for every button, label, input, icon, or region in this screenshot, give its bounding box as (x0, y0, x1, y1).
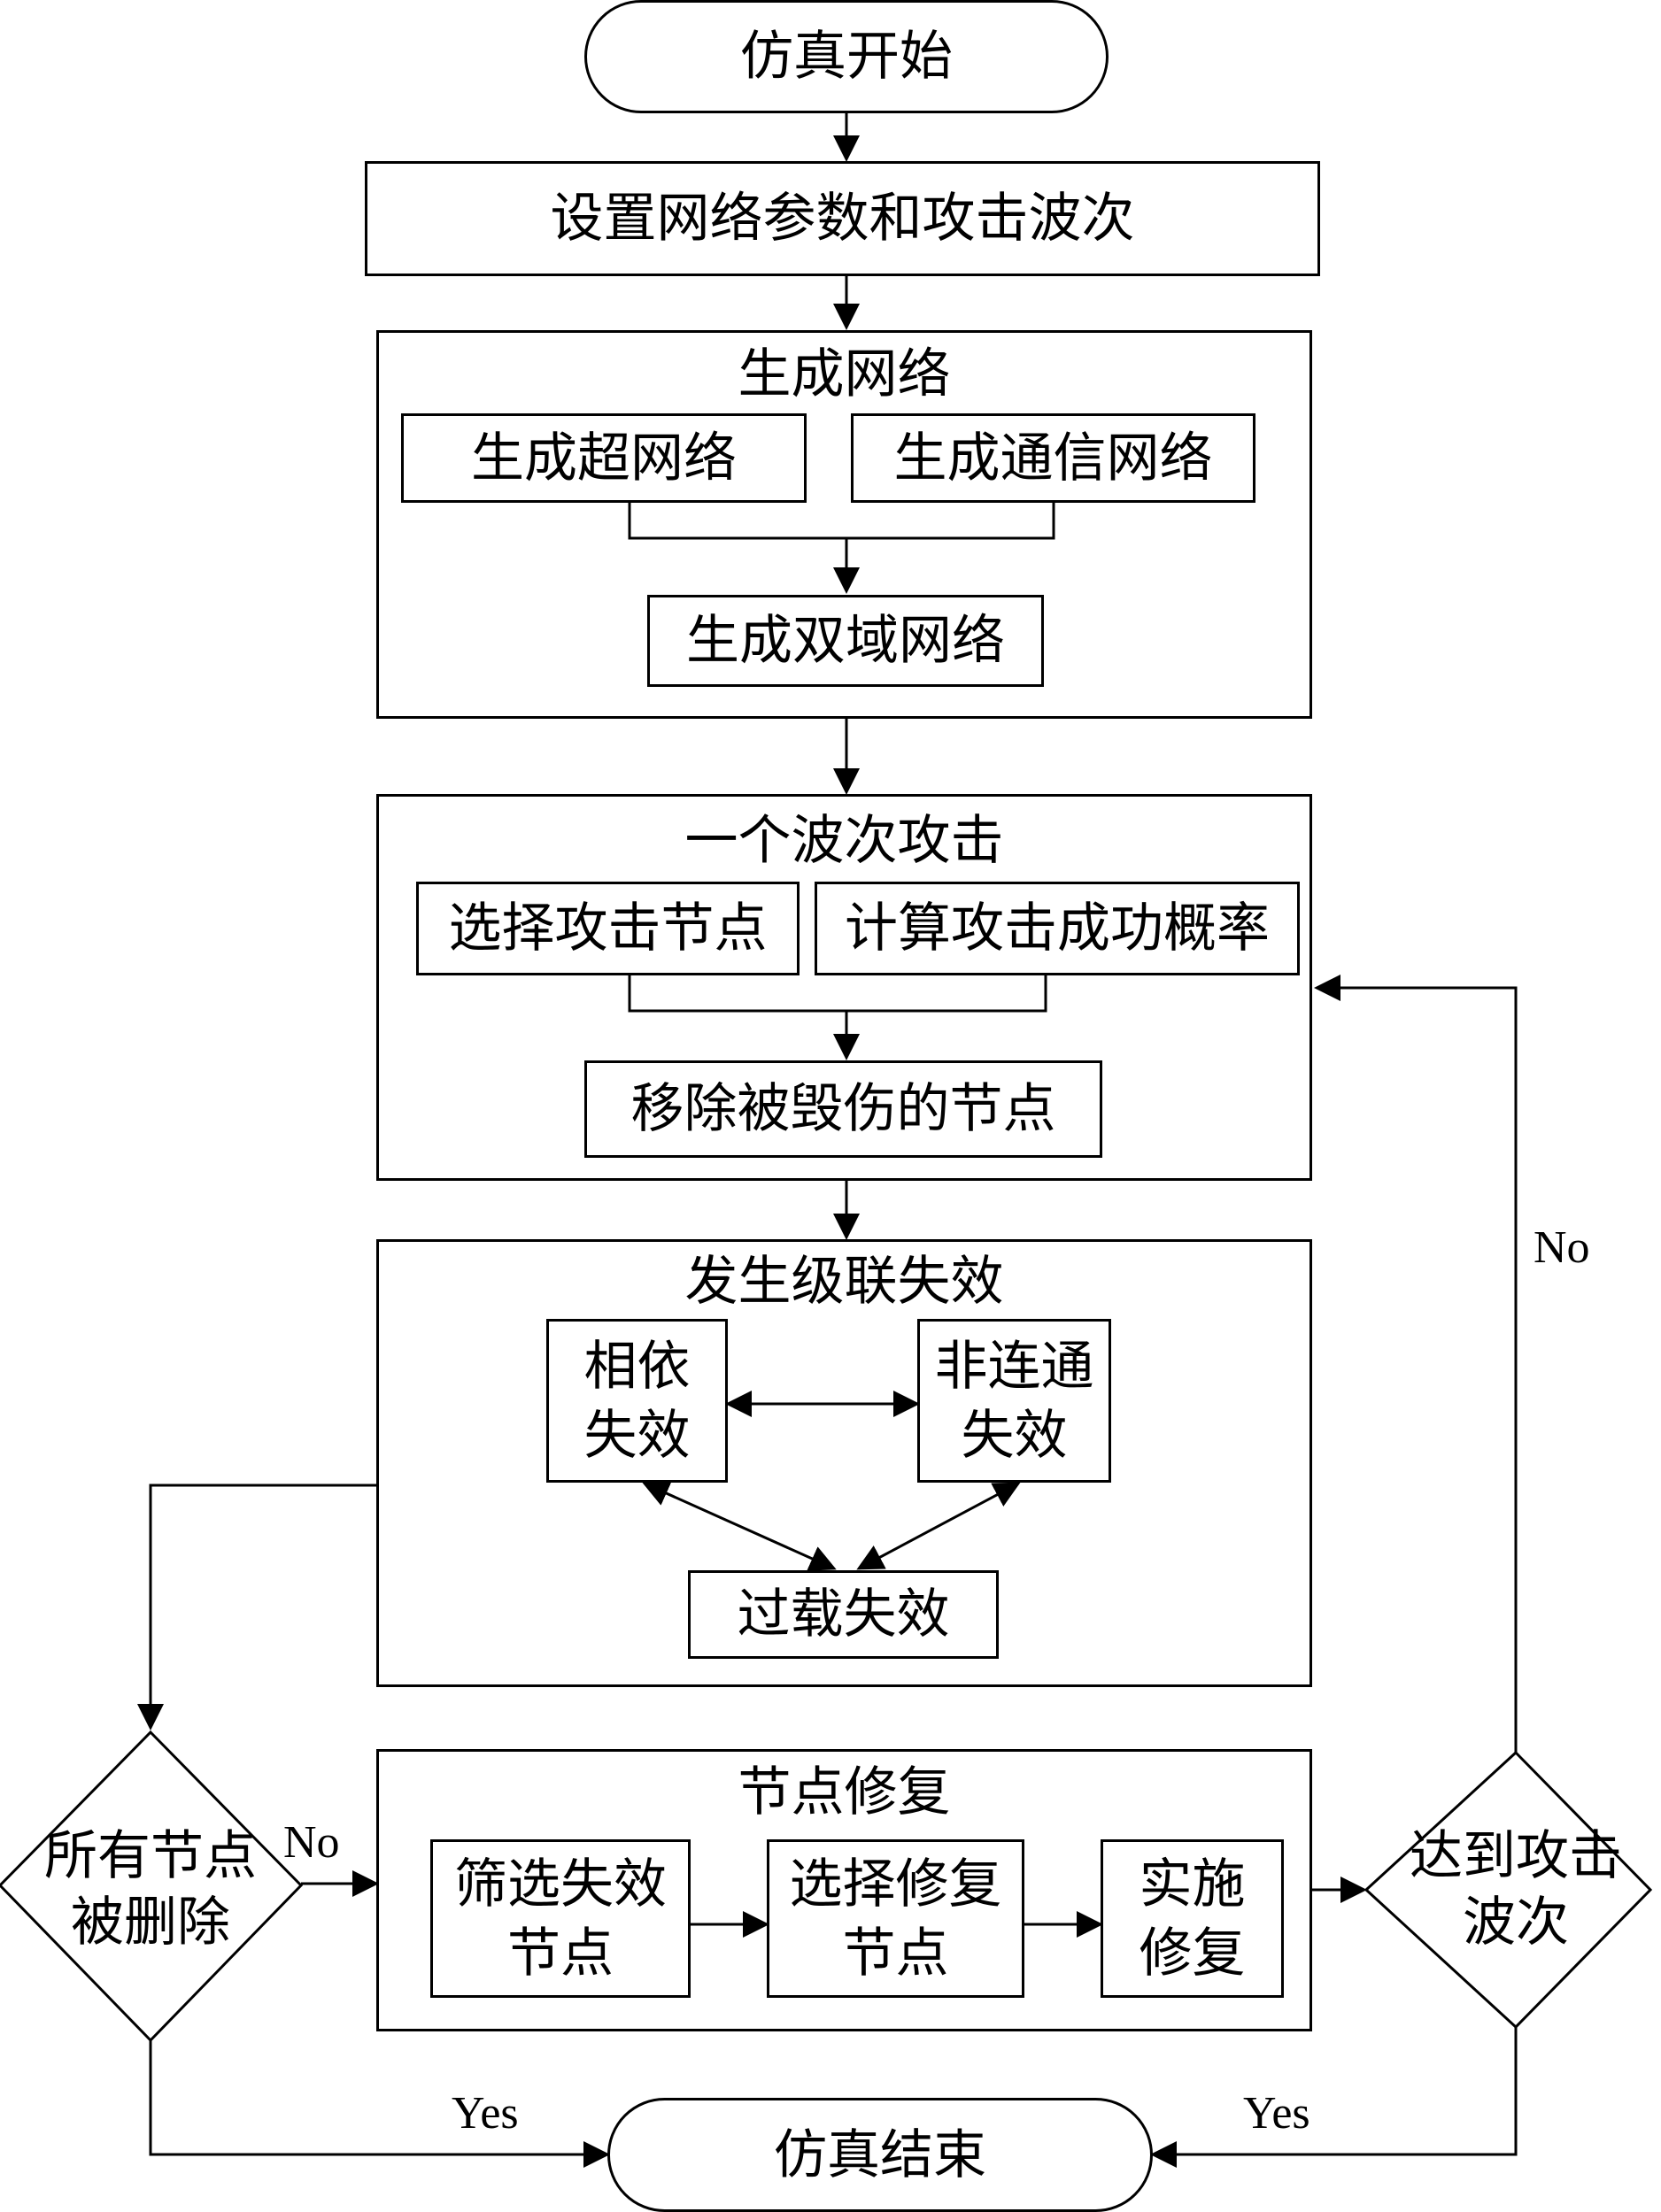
edge-decision-to-end (149, 2040, 610, 2168)
edge-waves-to-end (1150, 2027, 1518, 2168)
repair-apply-box (1101, 1839, 1284, 1998)
attack-prob-label: 计算攻击成功概率 (845, 898, 1270, 960)
repair-apply-line1: 实施 (1139, 1853, 1246, 1915)
set-params-label: 设置网络参数和攻击波次 (550, 188, 1135, 250)
cascade-disconnect-box (917, 1319, 1111, 1483)
set-params-box (365, 161, 1320, 276)
cascade-dependent-label: 相依 失效 (546, 1319, 728, 1483)
decision-all-deleted-shape (0, 1730, 304, 2043)
gen-network-group (376, 330, 1312, 719)
cascade-group (376, 1239, 1312, 1687)
cascade-overload-label: 过载失效 (737, 1584, 950, 1646)
repair-filter-line2: 节点 (507, 1922, 614, 1985)
gen-dual-box (647, 595, 1044, 687)
attack-group (376, 794, 1312, 1181)
cascade-disconnect-line2: 失效 (961, 1404, 1068, 1467)
edge-select-prob-merge (628, 975, 1047, 1013)
end-label: 仿真结束 (774, 2123, 986, 2186)
decision-all-deleted-line2: 被删除 (71, 1892, 230, 1954)
edge-waves-to-attack (1314, 975, 1518, 1753)
attack-remove-label: 移除被毁伤的节点 (630, 1078, 1056, 1140)
repair-apply-line2: 修复 (1139, 1922, 1246, 1985)
repair-filter-label: 筛选失效 节点 (430, 1839, 691, 1998)
attack-title: 一个波次攻击 (684, 810, 1004, 872)
edge-dependent-overload (642, 1481, 837, 1571)
cascade-disconnect-label: 非连通 失效 (917, 1319, 1111, 1483)
cascade-title: 发生级联失效 (684, 1251, 1004, 1313)
attack-prob-box (815, 882, 1300, 975)
gen-super-box (401, 413, 807, 503)
repair-apply-label: 实施 修复 (1101, 1839, 1284, 1998)
cascade-dependent-box (546, 1319, 728, 1483)
repair-title: 节点修复 (738, 1761, 951, 1823)
attack-remove-box (584, 1060, 1102, 1158)
cascade-dependent-line1: 相依 (583, 1335, 691, 1398)
cascade-dependent-line2: 失效 (583, 1404, 691, 1467)
repair-choose-label: 选择修复 节点 (767, 1839, 1024, 1998)
decision-reach-waves-line2: 波次 (1463, 1892, 1569, 1954)
gen-comm-label: 生成通信网络 (893, 427, 1213, 489)
start-terminal (584, 0, 1109, 113)
repair-choose-line2: 节点 (842, 1922, 949, 1985)
cascade-overload-box (688, 1570, 999, 1659)
edge-cascade-to-decision (137, 1484, 376, 1730)
decision-all-deleted-label: 所有节点 被删除 (9, 1823, 292, 1956)
end-terminal (607, 2098, 1153, 2212)
cascade-disconnect-line1: 非连通 (934, 1335, 1094, 1398)
edge-label-no-left: No (283, 1817, 340, 1868)
attack-select-box (416, 882, 800, 975)
repair-choose-line1: 选择修复 (789, 1853, 1002, 1915)
decision-reach-waves-line1: 达到攻击 (1410, 1825, 1622, 1887)
repair-filter-line1: 筛选失效 (454, 1853, 667, 1915)
edge-label-yes-right: Yes (1243, 2088, 1310, 2139)
edge-label-no-right: No (1534, 1222, 1590, 1273)
gen-comm-box (851, 413, 1255, 503)
edge-disconnect-overload (856, 1482, 1021, 1570)
decision-reach-waves-shape (1364, 1750, 1653, 2030)
decision-reach-waves-label: 达到攻击 波次 (1375, 1823, 1657, 1956)
edge-label-yes-left: Yes (452, 2088, 519, 2139)
start-label: 仿真开始 (740, 26, 953, 88)
attack-select-label: 选择攻击节点 (448, 898, 768, 960)
decision-all-deleted-line1: 所有节点 (44, 1825, 257, 1887)
gen-dual-label: 生成双域网络 (686, 610, 1005, 672)
repair-choose-box (767, 1839, 1024, 1998)
gen-super-label: 生成超网络 (471, 427, 737, 489)
repair-group (376, 1749, 1312, 2031)
edge-super-comm-merge (628, 503, 1055, 540)
repair-filter-box (430, 1839, 691, 1998)
gen-network-title: 生成网络 (738, 343, 951, 405)
